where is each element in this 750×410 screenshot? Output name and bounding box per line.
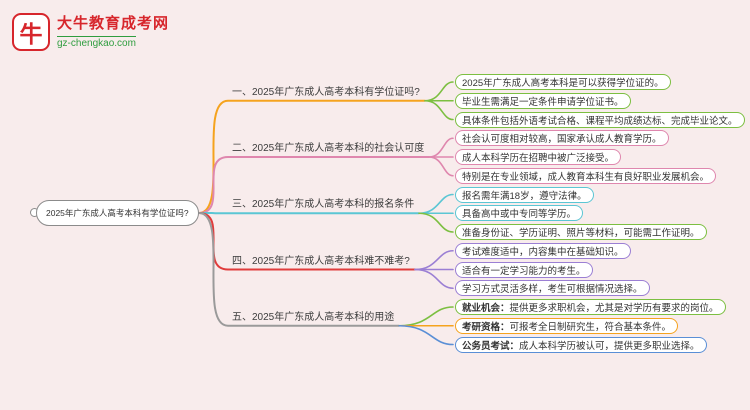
leaf-line xyxy=(424,99,454,121)
bull-glyph: 牛 xyxy=(19,20,43,47)
leaf-node: 就业机会：提供更多求职机会，尤其是对学历有要求的岗位。 xyxy=(455,299,726,315)
branch-topic: 四、2025年广东成人高考本科难不难考? xyxy=(232,255,410,267)
leaf-text: 可报考全日制研究生，符合基本条件。 xyxy=(509,321,672,333)
branch-line xyxy=(198,212,400,327)
leaf-node: 报名需年满18岁，遵守法律。 xyxy=(455,186,594,203)
leaf-line xyxy=(414,249,454,271)
leaf-node: 考试难度适中，内容集中在基础知识。 xyxy=(455,242,631,259)
leaf-node: 准备身份证、学历证明、照片等材料，可能需工作证明。 xyxy=(455,224,707,240)
leaf-node: 公务员考试：成人本科学历被认可，提供更多职业选择。 xyxy=(455,336,707,353)
leaf-prefix: 考研资格： xyxy=(462,321,510,333)
logo-text: 大牛教育成考网 gz-chengkao.com xyxy=(57,12,169,51)
leaf-node: 2025年广东成人高考本科是可以获得学位证的。 xyxy=(455,74,671,90)
leaf-node: 考研资格：可报考全日制研究生，符合基本条件。 xyxy=(455,317,679,334)
branch-topic: 五、2025年广东成人高考本科的用途 xyxy=(232,311,395,323)
bull-icon: 牛 xyxy=(12,12,50,51)
branch-topic: 三、2025年广东成人高考本科的报名条件 xyxy=(232,199,415,211)
leaf-line xyxy=(428,156,454,177)
logo-url: gz-chengkao.com xyxy=(57,36,136,49)
site-logo: 牛 大牛教育成考网 gz-chengkao.com xyxy=(12,12,169,51)
leaf-node: 毕业生需满足一定条件申请学位证书。 xyxy=(455,92,631,109)
leaf-node: 学习方式灵活多样，考生可根据情况选择。 xyxy=(455,280,650,297)
branch-line xyxy=(198,99,426,214)
logo-brand: 大牛教育成考网 xyxy=(57,15,170,32)
leaf-node: 社会认可度相对较高，国家承认成人教育学历。 xyxy=(455,130,669,147)
leaf-node: 具体条件包括外语考试合格、课程平均成绩达标、完成毕业论文。 xyxy=(455,111,745,128)
leaf-text: 成人本科学历被认可，提供更多职业选择。 xyxy=(519,340,700,352)
leaf-node: 具备高中或中专同等学历。 xyxy=(455,205,584,222)
leaf-prefix: 公务员考试： xyxy=(462,340,520,352)
leaf-line xyxy=(424,81,454,102)
branch-topic: 一、2025年广东成人高考本科有学位证吗? xyxy=(232,86,420,98)
leaf-node: 特别是在专业领域，成人教育本科生有良好职业发展机会。 xyxy=(455,167,717,184)
leaf-text: 提供更多求职机会，尤其是对学历有要求的岗位。 xyxy=(509,303,719,314)
leaf-line xyxy=(418,193,454,215)
leaf-node: 成人本科学历在招聘中被广泛接受。 xyxy=(455,149,622,165)
leaf-node: 适合有一定学习能力的考生。 xyxy=(455,261,593,278)
leaf-prefix: 就业机会： xyxy=(462,303,510,314)
branch-topic: 二、2025年广东成人高考本科的社会认可度 xyxy=(232,143,425,154)
leaf-line xyxy=(414,268,454,290)
branch-line xyxy=(198,156,430,214)
leaf-line xyxy=(428,137,454,158)
leaf-line xyxy=(398,324,454,346)
root-topic: 2025年广东成人高考本科有学位证吗? xyxy=(36,200,199,226)
leaf-line xyxy=(418,212,454,233)
leaf-line xyxy=(398,306,454,327)
